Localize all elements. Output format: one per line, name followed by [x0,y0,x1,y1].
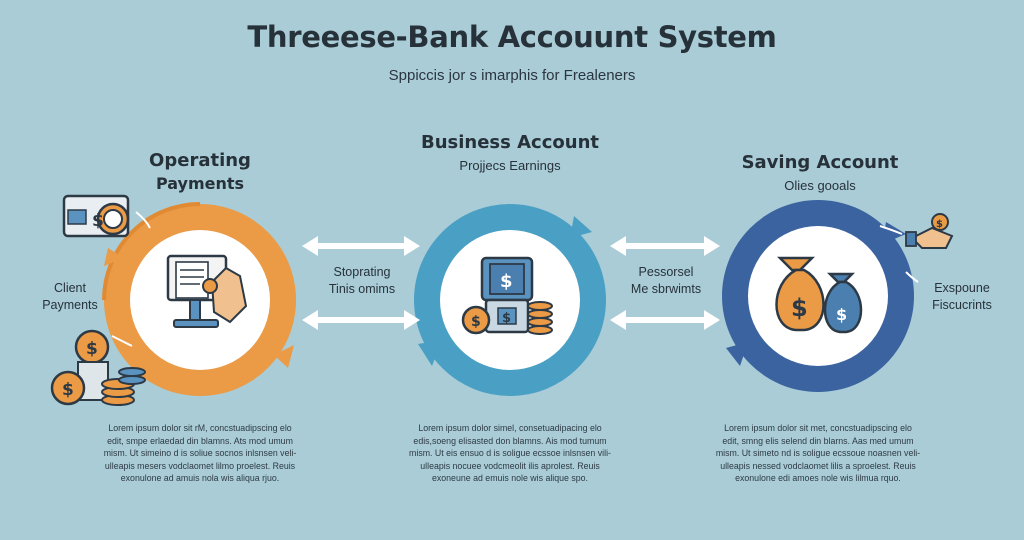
arrow-business-saving-top [610,236,720,256]
operating-desc-line: Lorem ipsum dolor sit rM, concstuadipsci… [108,423,292,433]
page-title: Threeese-Bank Accouunt System [247,20,777,54]
business-description: Lorem ipsum dolor simel, consetuadipacin… [380,422,640,485]
expense-line2: Fiscucrints [932,298,992,312]
page-subtitle: Sppiccis jor s imarphis for Frealeners [388,67,636,84]
connector-2-line1: Pessorsel [638,265,694,279]
expense-line1: Exspoune [934,281,990,295]
svg-text:$: $ [471,314,481,330]
operating-title: Operating [149,150,251,171]
svg-text:$: $ [62,380,74,400]
svg-text:$: $ [791,294,808,322]
saving-desc-line: ulleapis nessed vodclaomet lilis a sproe… [720,460,916,471]
business-desc-line: Lorem ipsum dolor simel, consetuadipacin… [418,423,602,433]
connector-label-1: Stoprating Tinis omims [302,264,422,298]
coin-stack-icon: $ $ [50,329,146,406]
saving-subtitle: Olies gooals [784,178,856,193]
arrow-operating-business-top [302,236,420,256]
business-title: Business Account [420,132,599,153]
saving-desc-line: mism. Ut simeto nd is soligue ecssoue no… [715,448,921,458]
svg-text:$: $ [92,211,104,231]
svg-text:$: $ [836,305,847,324]
hand-on-computer-icon [166,254,248,328]
cash-register-coins-icon: $ $ $ [461,256,553,335]
saving-desc-line: edit, smng elis selend din blarns. Aas m… [722,435,914,446]
svg-text:$: $ [502,311,511,326]
client-payments-line2: Payments [42,298,98,312]
business-desc-line: ulleapis nocuee vodcmeolit ilis aprolest… [420,460,600,471]
svg-text:$: $ [500,271,513,292]
connector-label-2: Pessorsel Me sbrwimts [606,264,726,298]
svg-text:$: $ [936,219,943,230]
saving-description: Lorem ipsum dolor sit met, concstuadipsc… [688,422,948,485]
connector-2-line2: Me sbrwimts [630,282,702,296]
operating-desc-line: edit, smpe erlaedad din blamns. Ats mod … [107,435,293,446]
business-desc-line: edis,soeng elisasted don blamns. Ais mod… [413,435,607,446]
saving-desc-line: Lorem ipsum dolor sit met, concstuadipsc… [724,423,912,433]
arrow-business-saving-bottom [610,310,720,330]
business-desc-line: mism. Ut eis ensuo d is soligue ecssoe i… [409,448,611,458]
expense-label: Exspoune Fiscucrints [912,280,1012,314]
arrow-operating-business-bottom [302,310,420,330]
saving-title: Saving Account [741,152,899,173]
money-bags-icon: $ $ [775,256,863,334]
business-desc-line: exoneune ad emuis nole wis alique spo. [431,473,588,483]
credit-card-icon: $ [62,194,151,238]
operating-desc-line: mism. Ut simeino d is soliue socnos inls… [103,448,297,458]
svg-text:$: $ [86,339,98,359]
connector-1-line2: Tinis omims [328,282,396,296]
client-payments-label: Client Payments [30,280,110,314]
connector-1-line1: Stoprating [333,265,391,279]
business-subtitle: Projjecs Earnings [459,158,561,173]
operating-desc-line: exonulone ad amuis nola wis aliqua rjuo. [120,473,280,483]
operating-title-line2: Payments [155,174,245,193]
client-payments-line1: Client [54,281,86,295]
operating-description: Lorem ipsum dolor sit rM, concstuadipsci… [70,422,330,485]
saving-desc-line: exonulone edi amoes nole wis lilmua rquo… [735,473,901,483]
hand-giving-coin-icon: $ [879,213,954,283]
operating-desc-line: ulleapis mesers vodclaomet lilmo proeles… [104,460,296,471]
